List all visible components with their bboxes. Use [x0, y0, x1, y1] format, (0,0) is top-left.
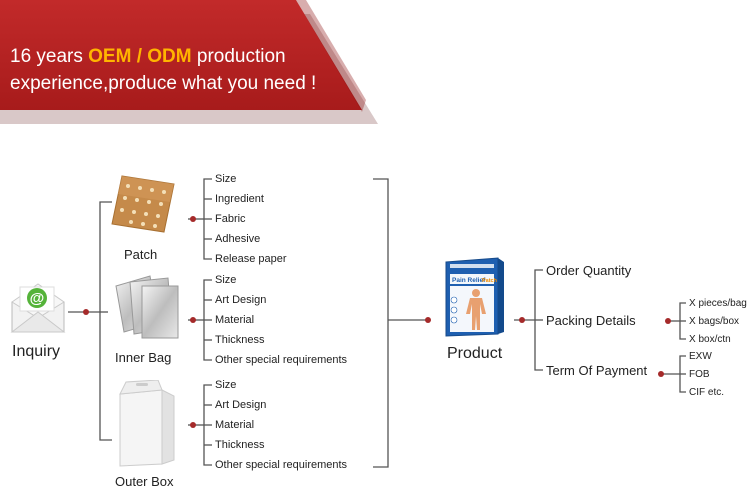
banner-line-2: experience,produce what you need ! — [10, 73, 317, 94]
svg-text:@: @ — [30, 290, 45, 307]
inner-bag-attr-size: Size — [215, 274, 237, 286]
outer-box-attr-art-design: Art Design — [215, 399, 267, 411]
inner-bag-label: Inner Bag — [115, 350, 172, 365]
payment-item-cif: CIF etc. — [689, 387, 725, 398]
product-label: Product — [447, 345, 503, 362]
connector-dot — [519, 317, 525, 323]
packing-item-bags-box: X bags/box — [689, 316, 740, 327]
packing-item-box-ctn: X box/ctn — [689, 334, 731, 345]
product-box-title: Pain Relief — [452, 277, 486, 284]
packing-item-pieces-bag: X pieces/bag — [689, 298, 747, 309]
outer-box-attr-material: Material — [215, 419, 255, 431]
inner-bag-image — [115, 275, 179, 339]
term-of-payment-label: Term Of Payment — [546, 363, 648, 378]
product-box-subtitle: Patch — [482, 278, 498, 284]
patch-attr-release-paper: Release paper — [215, 253, 287, 265]
connector-dot — [425, 317, 431, 323]
connector-dot — [190, 317, 196, 323]
outer-box-attr-other: Other special requirements — [215, 459, 348, 471]
patch-attr-adhesive: Adhesive — [215, 233, 261, 245]
patch-image — [111, 175, 175, 233]
connector-dot — [190, 216, 196, 222]
connector-dot — [658, 371, 664, 377]
patch-attr-size: Size — [215, 173, 237, 185]
product-box-image: Pain Relief Patch — [445, 257, 504, 337]
payment-item-fob: FOB — [689, 369, 710, 380]
envelope-at-icon: @ — [10, 283, 66, 333]
inquiry-label: Inquiry — [12, 343, 61, 360]
header-banner — [0, 0, 362, 110]
connector-dot — [665, 318, 671, 324]
banner-text: 16 years OEM / ODM production experience… — [10, 43, 316, 97]
patch-attr-fabric: Fabric — [215, 213, 246, 225]
banner-line-1: 16 years OEM / ODM production — [10, 46, 286, 67]
inner-bag-attr-art-design: Art Design — [215, 294, 267, 306]
connector-dot — [190, 422, 196, 428]
inner-bag-attr-material: Material — [215, 314, 255, 326]
patch-label: Patch — [124, 247, 158, 262]
payment-item-exw: EXW — [689, 351, 712, 362]
connector-dot — [83, 309, 89, 315]
inner-bag-attr-thickness: Thickness — [215, 334, 265, 346]
outer-box-attr-thickness: Thickness — [215, 439, 265, 451]
order-quantity-label: Order Quantity — [546, 263, 632, 278]
inner-bag-attr-other: Other special requirements — [215, 354, 348, 366]
patch-attr-ingredient: Ingredient — [215, 193, 264, 205]
outer-box-image — [119, 380, 175, 467]
packing-details-label: Packing Details — [546, 313, 636, 328]
outer-box-label: Outer Box — [115, 474, 174, 489]
banner-highlight: OEM / ODM — [88, 46, 192, 67]
outer-box-attr-size: Size — [215, 379, 237, 391]
